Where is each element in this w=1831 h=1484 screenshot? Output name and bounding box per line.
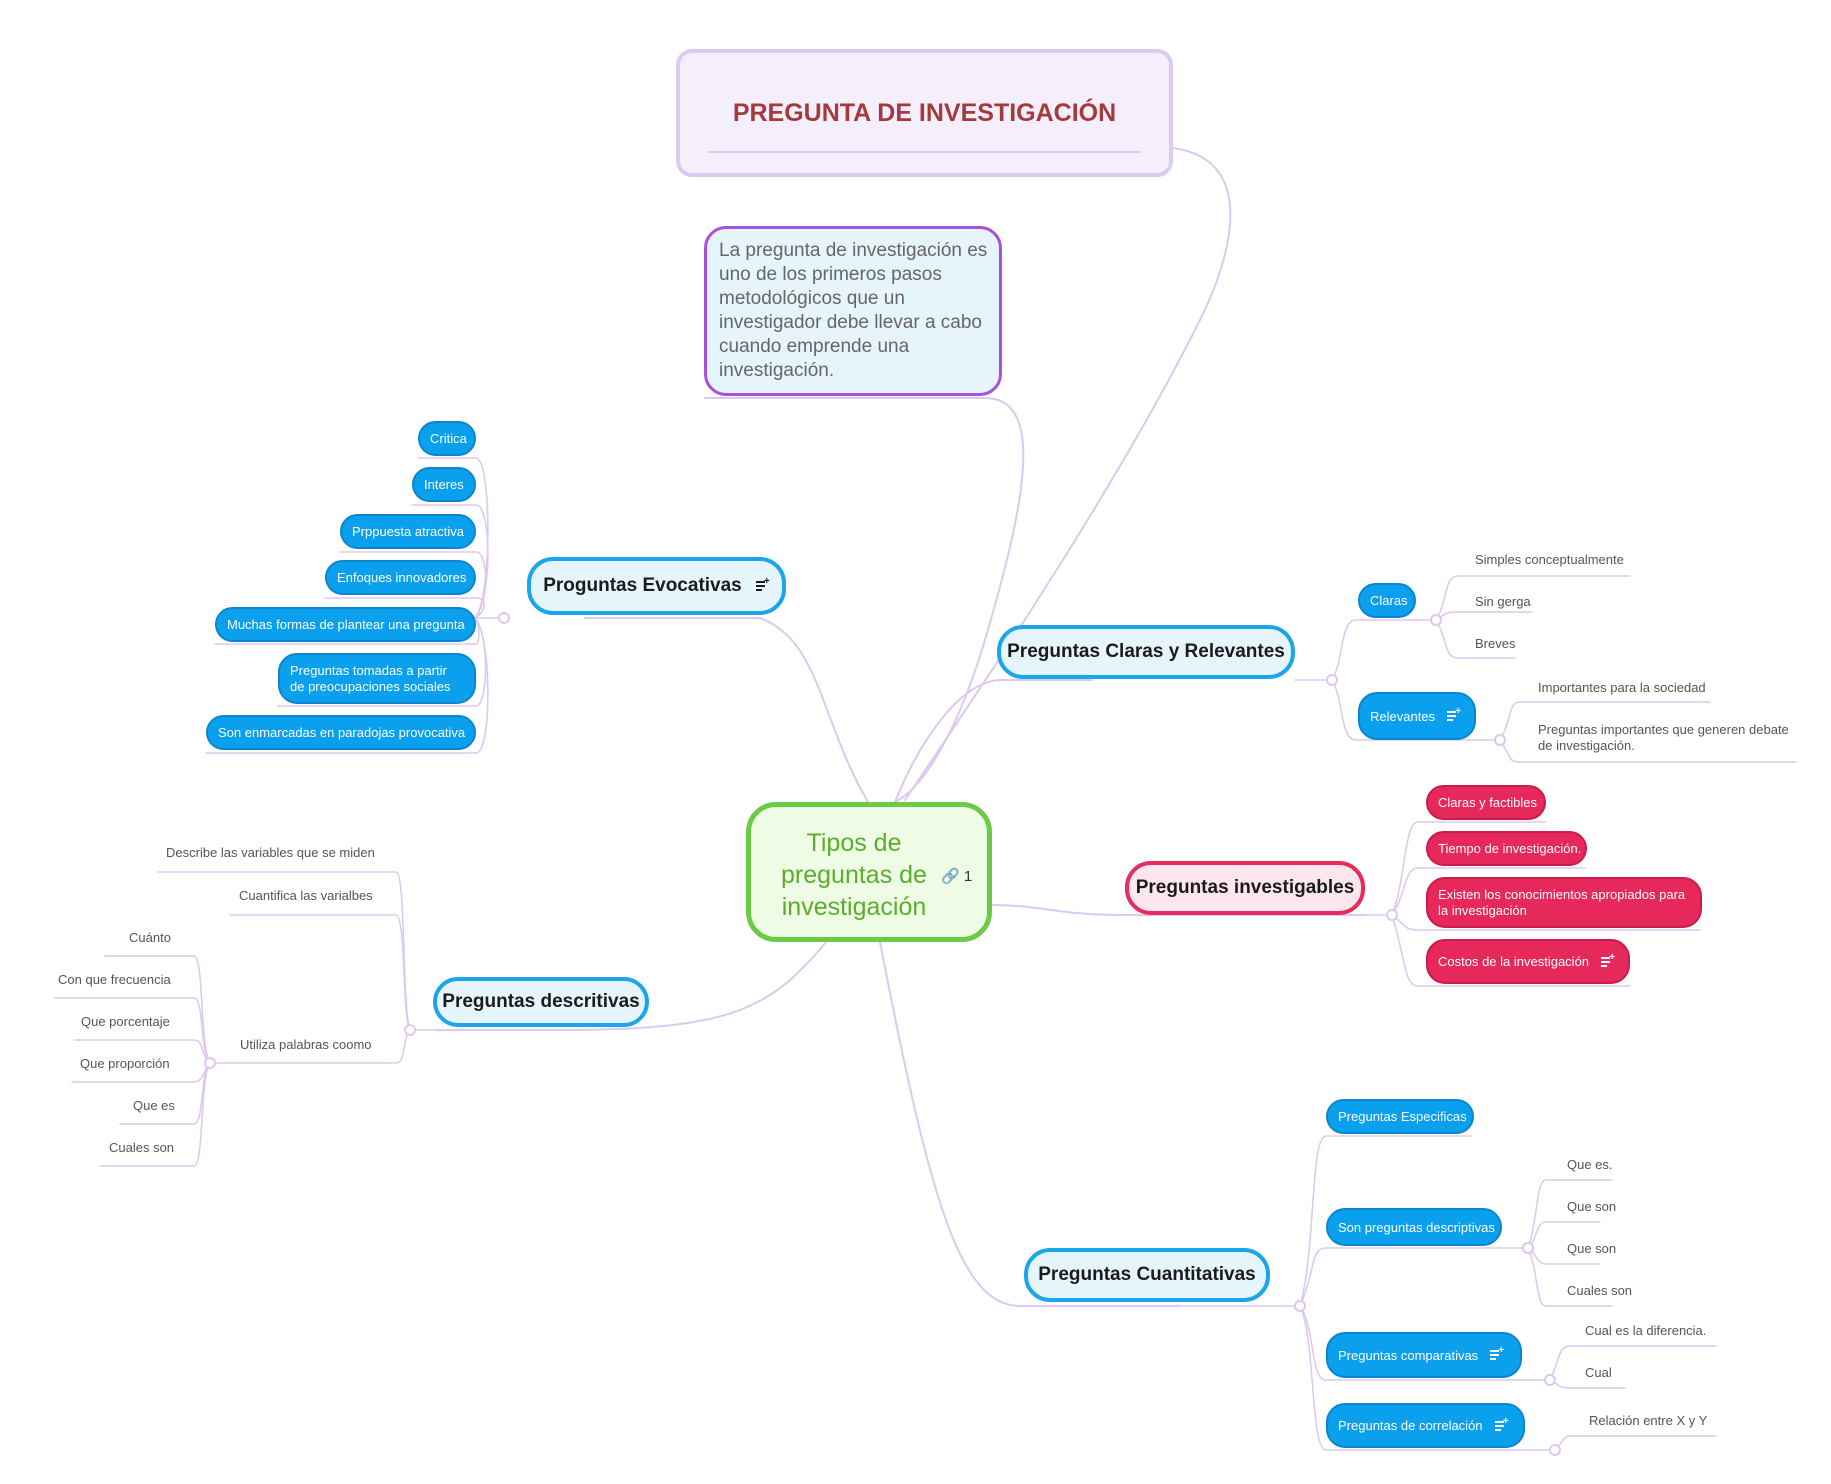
topic-claras-relevantes-label: Preguntas Claras y Relevantes xyxy=(1007,641,1285,662)
investigables-item[interactable]: Claras y factibles xyxy=(1426,785,1546,820)
topic-evocativas-label: Proguntas Evocativas xyxy=(543,575,742,596)
descritivas-item[interactable]: Describe las variables que se miden xyxy=(166,845,375,860)
title-divider xyxy=(708,151,1141,153)
central-topic-label: Tipos de preguntas de investigación xyxy=(781,829,927,921)
evocativas-item[interactable]: Preguntas tomadas a partir de preocupaci… xyxy=(278,653,476,704)
descriptivas-item[interactable]: Que es. xyxy=(1567,1157,1613,1172)
link-icon: 🔗 xyxy=(941,868,960,885)
cuantitativas-subtopic[interactable]: Preguntas de correlación + xyxy=(1326,1403,1525,1448)
correlacion-item[interactable]: Relación entre X y Y xyxy=(1589,1413,1708,1428)
notes-icon: + xyxy=(1490,1346,1504,1361)
link-indicator[interactable]: 🔗 1 xyxy=(941,867,972,885)
topic-cuantitativas-label: Preguntas Cuantitativas xyxy=(1038,1264,1256,1285)
notes-icon: + xyxy=(1447,707,1461,722)
relevantes-subtopic[interactable]: Relevantes + xyxy=(1358,692,1476,740)
notes-icon: + xyxy=(1601,952,1615,968)
topic-investigables-label: Preguntas investigables xyxy=(1135,877,1355,898)
comparativas-item[interactable]: Cual es la diferencia. xyxy=(1585,1323,1707,1338)
comparativas-item[interactable]: Cual xyxy=(1585,1365,1612,1380)
palabra-item[interactable]: Con que frecuencia xyxy=(58,972,171,987)
evocativas-item[interactable]: Prppuesta atractiva xyxy=(340,514,476,549)
claras-item[interactable]: Breves xyxy=(1475,636,1516,651)
main-title: PREGUNTA DE INVESTIGACIÓN xyxy=(732,99,1117,127)
descriptivas-item[interactable]: Que son xyxy=(1567,1241,1617,1256)
palabra-item[interactable]: Que porcentaje xyxy=(81,1014,170,1029)
notes-icon: + xyxy=(1494,1416,1509,1432)
descritivas-item[interactable]: Utiliza palabras coomo xyxy=(240,1037,372,1052)
claras-subtopic[interactable]: Claras xyxy=(1358,583,1416,618)
topic-evocativas[interactable]: Proguntas Evocativas + xyxy=(527,557,786,615)
central-topic[interactable]: Tipos de preguntas de investigación 🔗 1 xyxy=(746,802,992,942)
investigables-item[interactable]: Tiempo de investigación. xyxy=(1426,831,1587,866)
relevantes-item[interactable]: Importantes para la sociedad xyxy=(1538,680,1706,695)
correlacion-label: Preguntas de correlación xyxy=(1338,1418,1483,1433)
evocativas-item[interactable]: Interes xyxy=(412,467,476,502)
descriptivas-item[interactable]: Que son xyxy=(1567,1199,1617,1214)
topic-descritivas-label: Preguntas descritivas xyxy=(442,991,640,1012)
evocativas-item[interactable]: Son enmarcadas en paradojas provocativa xyxy=(206,715,476,750)
topic-cuantitativas[interactable]: Preguntas Cuantitativas xyxy=(1024,1248,1270,1302)
cuantitativas-subtopic[interactable]: Preguntas Especificas xyxy=(1326,1099,1474,1134)
relevantes-item[interactable]: Preguntas importantes que generen debate… xyxy=(1538,722,1789,753)
topic-claras-relevantes[interactable]: Preguntas Claras y Relevantes xyxy=(997,625,1295,679)
investigables-item[interactable]: Existen los conocimientos apropiados par… xyxy=(1426,877,1702,928)
descriptivas-item[interactable]: Cuales son xyxy=(1567,1283,1633,1298)
definition-note[interactable]: La pregunta de investigación es uno de l… xyxy=(704,226,1002,396)
palabra-item[interactable]: Que es xyxy=(133,1098,175,1113)
evocativas-item[interactable]: Critica xyxy=(418,421,476,456)
cuantitativas-subtopic[interactable]: Preguntas comparativas + xyxy=(1326,1332,1522,1378)
descritivas-item[interactable]: Cuantifica las varialbes xyxy=(239,888,373,903)
investigables-item[interactable]: Costos de la investigación + xyxy=(1426,939,1630,984)
investigables-item-label: Costos de la investigación xyxy=(1438,954,1590,969)
topic-descritivas[interactable]: Preguntas descritivas xyxy=(433,977,649,1027)
evocativas-item[interactable]: Muchas formas de plantear una pregunta xyxy=(215,607,476,642)
notes-icon: + xyxy=(755,577,770,592)
cuantitativas-subtopic[interactable]: Son preguntas descriptivas xyxy=(1326,1208,1502,1246)
topic-investigables[interactable]: Preguntas investigables xyxy=(1125,861,1365,915)
palabra-item[interactable]: Cuánto xyxy=(129,930,171,945)
palabra-item[interactable]: Que proporción xyxy=(80,1056,170,1071)
link-count: 1 xyxy=(963,868,973,885)
claras-item[interactable]: Sin gerga xyxy=(1475,594,1531,609)
comparativas-label: Preguntas comparativas xyxy=(1338,1347,1479,1363)
title-card[interactable]: PREGUNTA DE INVESTIGACIÓN xyxy=(676,49,1173,177)
palabra-item[interactable]: Cuales son xyxy=(109,1140,175,1155)
relevantes-label: Relevantes xyxy=(1370,708,1436,724)
claras-item[interactable]: Simples conceptualmente xyxy=(1475,552,1624,567)
evocativas-item[interactable]: Enfoques innovadores xyxy=(325,560,476,595)
